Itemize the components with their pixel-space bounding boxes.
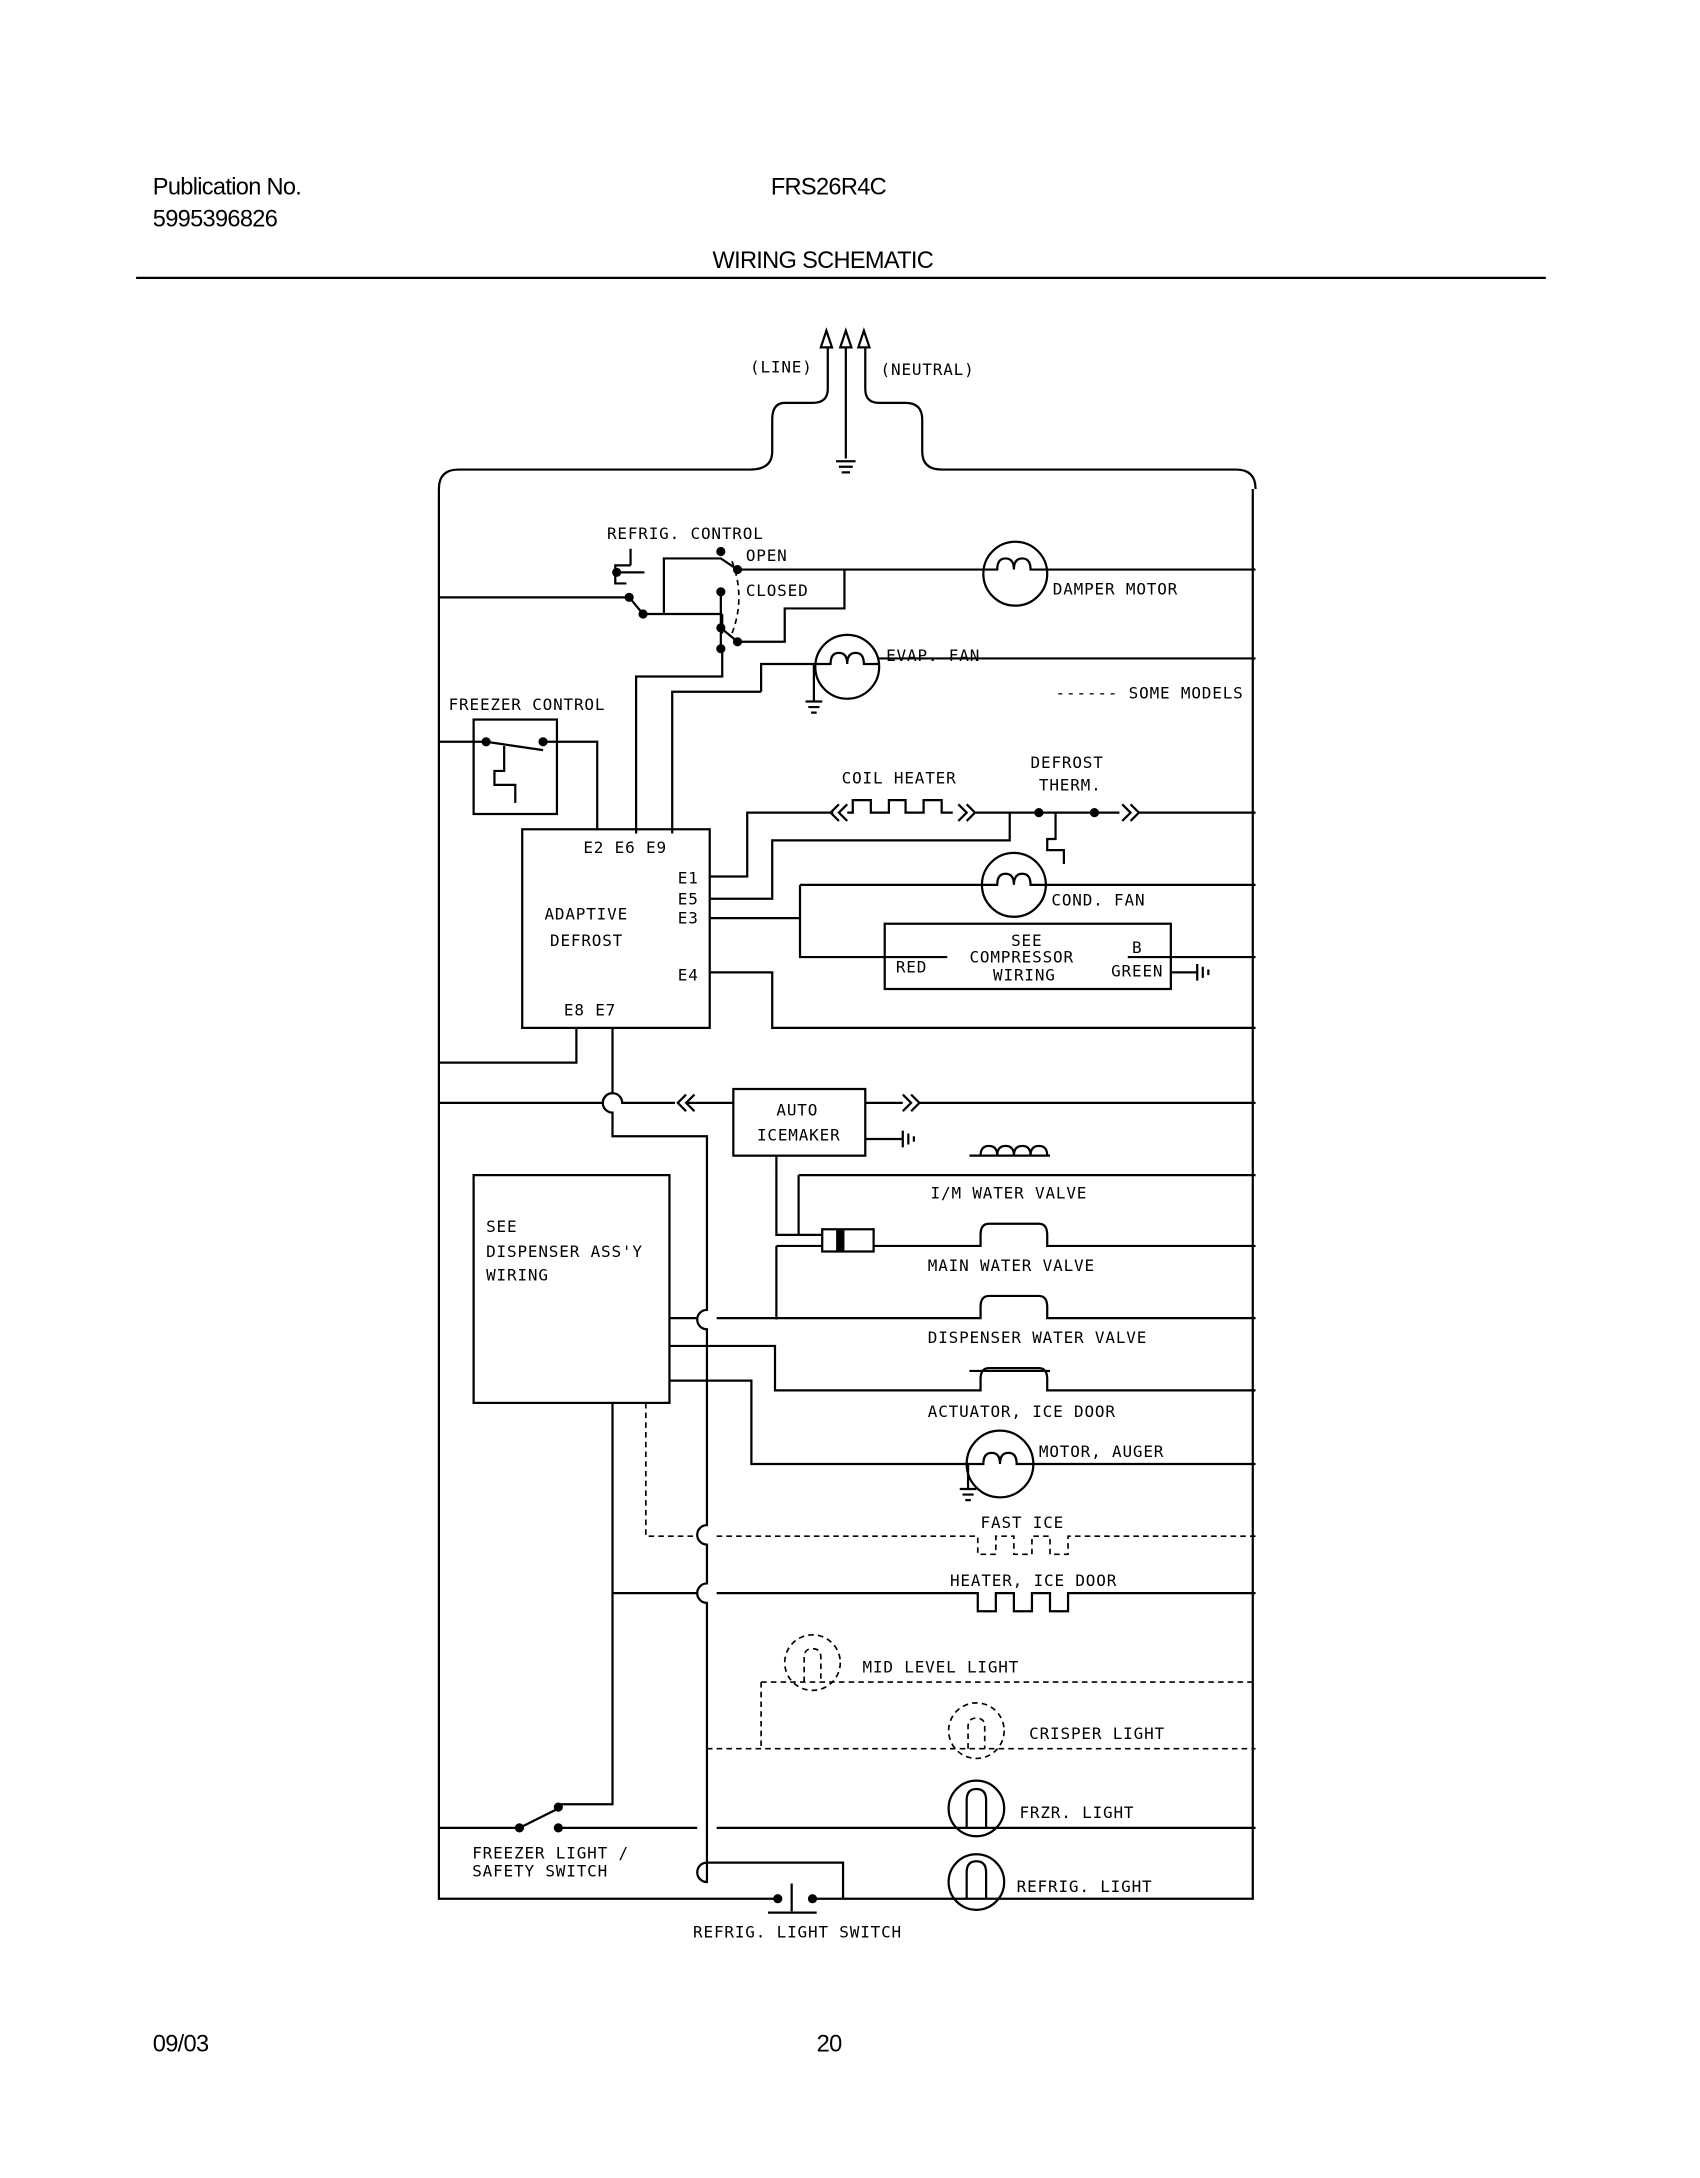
freezer-switch-label-2: SAFETY SWITCH bbox=[472, 1861, 608, 1880]
terminals-top: E2 E6 E9 bbox=[583, 838, 667, 857]
motor-auger-label: MOTOR, AUGER bbox=[1039, 1442, 1164, 1461]
b-label: B bbox=[1132, 938, 1142, 957]
mid-level-light-label: MID LEVEL LIGHT bbox=[863, 1657, 1020, 1676]
refrig-control: REFRIG. CONTROL OPEN CLOSED bbox=[438, 524, 984, 834]
e5-label: E5 bbox=[678, 889, 699, 908]
freezer-control-label: FREEZER CONTROL bbox=[449, 695, 606, 714]
actuator-ice-door: ACTUATOR, ICE DOOR bbox=[669, 1344, 1256, 1421]
refrig-control-label: REFRIG. CONTROL bbox=[607, 524, 764, 543]
refrig-light: REFRIG. LIGHT bbox=[947, 1853, 1153, 1911]
refrig-light-switch: REFRIG. LIGHT SWITCH bbox=[693, 1883, 902, 1942]
footer-date: 09/03 bbox=[153, 2032, 209, 2058]
some-models-legend: ------ SOME MODELS bbox=[1056, 684, 1244, 703]
adaptive-label: ADAPTIVE bbox=[544, 905, 628, 924]
damper-motor-label: DAMPER MOTOR bbox=[1053, 580, 1178, 599]
adaptive-defrost-board: E2 E6 E9 E1 E5 E3 E4 ADAPTIVE DEFROST E8… bbox=[438, 828, 711, 1064]
publication-number: 5995396826 bbox=[153, 207, 278, 233]
fast-ice-label: FAST ICE bbox=[981, 1513, 1065, 1532]
main-water-valve: MAIN WATER VALVE bbox=[775, 1222, 1256, 1320]
damper-motor: DAMPER MOTOR bbox=[982, 540, 1256, 607]
frzr-light: FRZR. LIGHT bbox=[558, 1779, 1256, 1838]
im-water-valve: I/M WATER VALVE bbox=[931, 1144, 1088, 1203]
dispenser-label-3: WIRING bbox=[486, 1266, 549, 1285]
line-label: (LINE) bbox=[750, 357, 813, 376]
compressor-label-1: SEE bbox=[1011, 931, 1042, 950]
actuator-ice-door-label: ACTUATOR, ICE DOOR bbox=[928, 1402, 1116, 1421]
refrig-light-switch-label: REFRIG. LIGHT SWITCH bbox=[693, 1923, 902, 1942]
auto-icemaker-label-2: ICEMAKER bbox=[757, 1125, 841, 1144]
publication-label: Publication No. bbox=[153, 175, 301, 201]
auto-icemaker: AUTO ICEMAKER bbox=[438, 1087, 1256, 1236]
terminals-bottom: E8 E7 bbox=[564, 1000, 616, 1019]
dispenser-water-valve-label: DISPENSER WATER VALVE bbox=[928, 1328, 1147, 1347]
open-label: OPEN bbox=[746, 546, 788, 565]
mid-level-light: MID LEVEL LIGHT bbox=[760, 1634, 1256, 1749]
freezer-control: FREEZER CONTROL bbox=[438, 695, 606, 830]
crisper-light-label: CRISPER LIGHT bbox=[1029, 1724, 1165, 1743]
page-title: WIRING SCHEMATIC bbox=[713, 248, 934, 274]
dispenser-label-1: SEE bbox=[486, 1217, 517, 1236]
connector bbox=[821, 1228, 875, 1253]
evap-fan: EVAP. FAN ------ SOME MODELS bbox=[671, 633, 1256, 834]
neutral-label: (NEUTRAL) bbox=[881, 360, 975, 379]
frame-wires bbox=[437, 489, 1254, 1900]
heater-ice-door: HEATER, ICE DOOR bbox=[558, 1402, 1256, 1806]
e7-bus-wire bbox=[601, 1027, 845, 1899]
freezer-light-safety-switch: FREEZER LIGHT / SAFETY SWITCH bbox=[438, 1802, 629, 1881]
dispenser-assy: SEE DISPENSER ASS'Y WIRING bbox=[472, 1174, 671, 1404]
ground-icon bbox=[836, 460, 856, 474]
fast-ice-heater: FAST ICE bbox=[645, 1402, 1256, 1556]
coil-heater-label: COIL HEATER bbox=[842, 768, 957, 787]
compressor-wiring: SEE COMPRESSOR WIRING RED B GREEN bbox=[709, 922, 1256, 1029]
dispenser-label-2: DISPENSER ASS'Y bbox=[486, 1242, 643, 1261]
closed-label: CLOSED bbox=[746, 581, 809, 600]
defrost-label: DEFROST bbox=[550, 931, 623, 950]
motor-auger: MOTOR, AUGER bbox=[669, 1379, 1256, 1502]
power-cord: (LINE) (NEUTRAL) bbox=[437, 327, 1257, 490]
e3-label: E3 bbox=[678, 909, 699, 928]
schematic: (LINE) (NEUTRAL) REFRIG. CONTROL OPEN CL… bbox=[437, 327, 1257, 1942]
compressor-label-2: COMPRESSOR bbox=[969, 948, 1073, 967]
compressor-label-3: WIRING bbox=[993, 966, 1056, 985]
cond-fan-label: COND. FAN bbox=[1051, 891, 1145, 910]
green-wire-label: GREEN bbox=[1111, 962, 1163, 981]
im-water-valve-label: I/M WATER VALVE bbox=[931, 1184, 1088, 1203]
heater-ice-door-label: HEATER, ICE DOOR bbox=[950, 1571, 1117, 1590]
crisper-light: CRISPER LIGHT bbox=[706, 1702, 1256, 1760]
model-number: FRS26R4C bbox=[771, 175, 887, 201]
auto-icemaker-label-1: AUTO bbox=[776, 1100, 818, 1119]
main-water-valve-label: MAIN WATER VALVE bbox=[928, 1256, 1095, 1275]
defrost-therm-label-2: THERM. bbox=[1039, 775, 1102, 794]
e1-label: E1 bbox=[678, 868, 699, 887]
coil-heater: COIL HEATER DEFROST THERM. bbox=[709, 753, 1256, 900]
freezer-switch-label-1: FREEZER LIGHT / bbox=[472, 1843, 629, 1862]
frzr-light-label: FRZR. LIGHT bbox=[1019, 1803, 1134, 1822]
refrig-light-label: REFRIG. LIGHT bbox=[1017, 1877, 1153, 1896]
defrost-therm-label-1: DEFROST bbox=[1031, 753, 1104, 772]
page-number: 20 bbox=[817, 2032, 842, 2058]
dispenser-water-valve: DISPENSER WATER VALVE bbox=[669, 1294, 1256, 1347]
e4-label: E4 bbox=[678, 966, 699, 985]
cond-fan: COND. FAN bbox=[709, 851, 1256, 959]
ground-icon bbox=[805, 664, 823, 714]
evap-fan-label: EVAP. FAN bbox=[886, 646, 980, 665]
red-wire-label: RED bbox=[896, 957, 927, 976]
